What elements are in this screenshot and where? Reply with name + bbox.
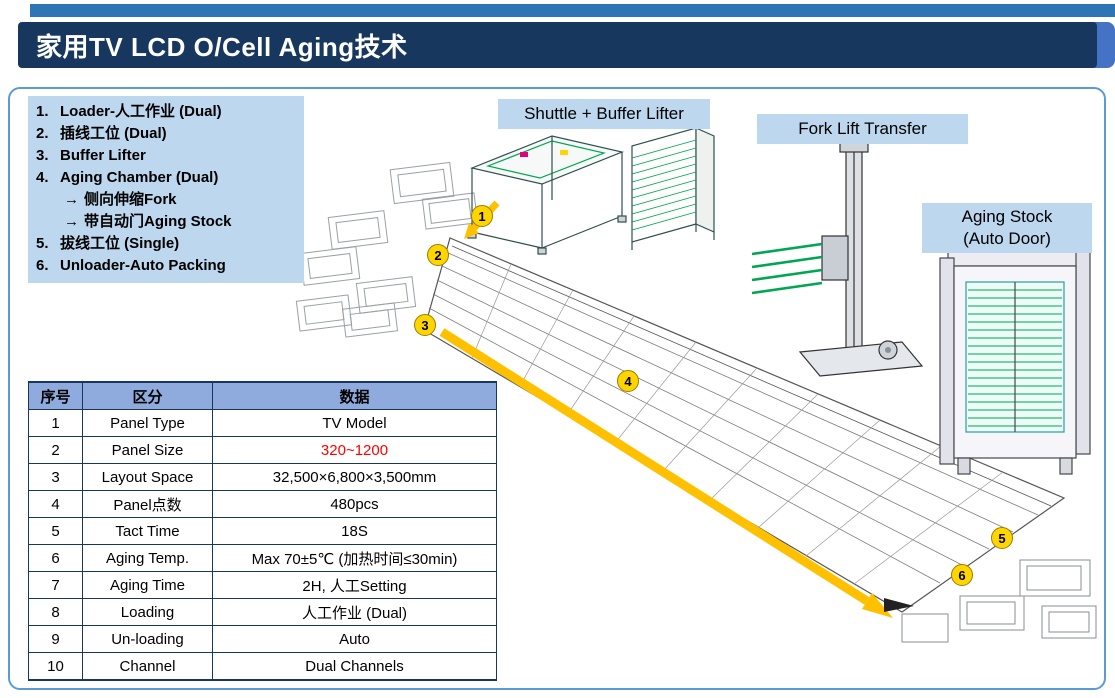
legend-item-text: Unloader-Auto Packing	[60, 257, 226, 274]
legend-panel: 1. Loader-人工作业 (Dual) 2. 插线工位 (Dual) 3. …	[28, 96, 304, 283]
legend-item: 6. Unloader-Auto Packing	[36, 255, 296, 277]
table-row: 1 Panel Type TV Model	[28, 409, 497, 437]
cell-category: Panel点数	[82, 490, 213, 518]
cell-no: 5	[28, 517, 83, 545]
cell-no: 7	[28, 571, 83, 599]
arrow-icon: →	[64, 213, 79, 230]
cell-category: Loading	[82, 598, 213, 626]
callout-1: 1	[471, 205, 493, 227]
table-row: 7 Aging Time 2H, 人工Setting	[28, 571, 497, 599]
cell-no: 3	[28, 463, 83, 491]
callout-6: 6	[951, 564, 973, 586]
callout-5: 5	[991, 527, 1013, 549]
table-row: 3 Layout Space 32,500×6,800×3,500mm	[28, 463, 497, 491]
cell-category: Channel	[82, 652, 213, 681]
cell-no: 4	[28, 490, 83, 518]
end-arrow	[884, 598, 914, 612]
shuttle-buffer-lifter-drawing	[467, 127, 715, 255]
legend-item-text: Aging Chamber (Dual)	[60, 169, 219, 186]
title-bar: 家用TV LCD O/Cell Aging技术	[18, 22, 1097, 68]
table-row: 8 Loading 人工作业 (Dual)	[28, 598, 497, 626]
table-header-row: 序号 区分 数据	[28, 381, 497, 410]
content-frame	[8, 87, 1106, 690]
legend-item-number: 5.	[36, 235, 49, 252]
cell-category: Panel Type	[82, 409, 213, 437]
cell-category: Tact Time	[82, 517, 213, 545]
label-shuttle-buffer-lifter: Shuttle + Buffer Lifter	[498, 99, 710, 129]
spec-table: 序号 区分 数据 1 Panel Type TV Model 2 Panel S…	[28, 381, 497, 681]
legend-item-text: 拔线工位 (Single)	[60, 235, 180, 252]
legend-item-number: 2.	[36, 125, 49, 142]
legend-item-text: 带自动门Aging Stock	[84, 213, 232, 230]
legend-item-number: 6.	[36, 257, 49, 274]
legend-item: 2. 插线工位 (Dual)	[36, 123, 296, 145]
legend-item: 4. Aging Chamber (Dual)	[36, 167, 296, 189]
col-header-no: 序号	[28, 381, 83, 410]
cell-value: 人工作业 (Dual)	[212, 598, 497, 626]
callout-2: 2	[427, 244, 449, 266]
col-header-category: 区分	[82, 381, 213, 410]
callout-4: 4	[617, 370, 639, 392]
legend-item-text: Buffer Lifter	[60, 147, 146, 164]
cell-value: TV Model	[212, 409, 497, 437]
cell-value: 480pcs	[212, 490, 497, 518]
cell-no: 1	[28, 409, 83, 437]
cell-value: 2H, 人工Setting	[212, 571, 497, 599]
aging-stock-drawing	[939, 239, 1091, 475]
cell-value: Max 70±5℃ (加热时间≤30min)	[212, 544, 497, 572]
table-row: 2 Panel Size 320~1200	[28, 436, 497, 464]
slide-title: 家用TV LCD O/Cell Aging技术	[36, 31, 408, 62]
legend-item: 1. Loader-人工作业 (Dual)	[36, 101, 296, 123]
legend-item-number: 3.	[36, 147, 49, 164]
col-header-value: 数据	[212, 381, 497, 410]
cell-category: Layout Space	[82, 463, 213, 491]
cell-no: 9	[28, 625, 83, 653]
cell-category: Un-loading	[82, 625, 213, 653]
cell-value: Auto	[212, 625, 497, 653]
legend-item-text: 侧向伸缩Fork	[84, 191, 177, 208]
cell-category: Aging Time	[82, 571, 213, 599]
cell-no: 10	[28, 652, 83, 681]
callout-3: 3	[414, 314, 436, 336]
legend-item: 5. 拔线工位 (Single)	[36, 233, 296, 255]
top-accent-strip	[30, 4, 1115, 17]
table-row: 4 Panel点数 480pcs	[28, 490, 497, 518]
cell-no: 2	[28, 436, 83, 464]
cell-category: Panel Size	[82, 436, 213, 464]
arrow-icon: →	[64, 191, 79, 208]
legend-item: 3. Buffer Lifter	[36, 145, 296, 167]
cell-value: 320~1200	[212, 436, 497, 464]
cell-value: Dual Channels	[212, 652, 497, 681]
table-row: 9 Un-loading Auto	[28, 625, 497, 653]
label-aging-stock: Aging Stock (Auto Door)	[922, 203, 1092, 253]
legend-item-number: 4.	[36, 169, 49, 186]
unloader-drawing	[901, 559, 1097, 643]
fork-lift-transfer-drawing	[751, 141, 924, 377]
table-row: 5 Tact Time 18S	[28, 517, 497, 545]
legend-subitem: → 带自动门Aging Stock	[64, 211, 296, 233]
cell-no: 6	[28, 544, 83, 572]
label-fork-lift-transfer: Fork Lift Transfer	[757, 114, 968, 144]
label-aging-stock-line1: Aging Stock	[961, 207, 1053, 226]
cell-value: 18S	[212, 517, 497, 545]
table-row: 10 Channel Dual Channels	[28, 652, 497, 681]
cell-no: 8	[28, 598, 83, 626]
table-row: 6 Aging Temp. Max 70±5℃ (加热时间≤30min)	[28, 544, 497, 572]
cell-value: 32,500×6,800×3,500mm	[212, 463, 497, 491]
cell-category: Aging Temp.	[82, 544, 213, 572]
legend-subitem: → 侧向伸缩Fork	[64, 189, 296, 211]
panel-stack-drawing	[295, 161, 479, 338]
legend-item-number: 1.	[36, 103, 49, 120]
legend-item-text: Loader-人工作业 (Dual)	[60, 103, 222, 120]
label-aging-stock-line2: (Auto Door)	[963, 229, 1051, 248]
legend-item-text: 插线工位 (Dual)	[60, 125, 167, 142]
